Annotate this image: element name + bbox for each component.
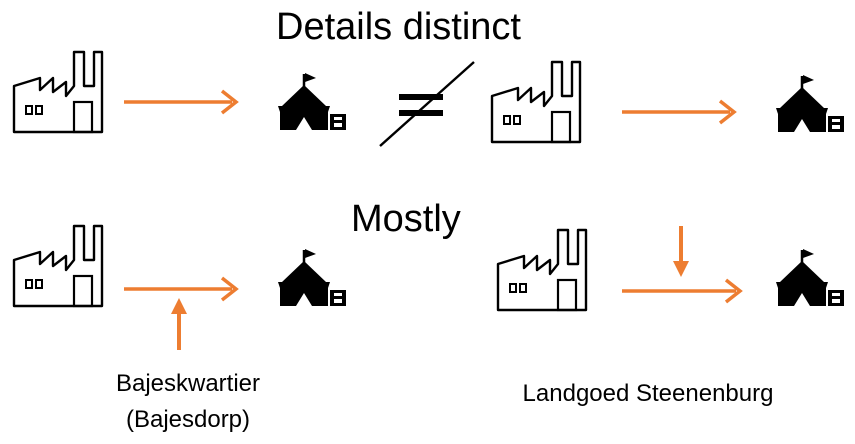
factory-icon: [496, 228, 588, 312]
circus-tent-icon: [276, 71, 348, 132]
factory-icon: [12, 224, 104, 308]
circus-tent-icon: [774, 73, 846, 134]
arrow-up: [171, 298, 187, 350]
heading-mostly: Mostly: [351, 198, 461, 240]
circus-tent-icon: [276, 247, 348, 308]
factory-icon: [490, 60, 582, 144]
not-equal-icon: [379, 61, 475, 147]
factory-icon: [12, 50, 104, 134]
caption-bajeskwartier: Bajeskwartier: [115, 370, 261, 397]
caption-landgoed-steenenburg: Landgoed Steenenburg: [522, 380, 774, 407]
circus-tent-icon: [774, 247, 846, 308]
arrow-down: [673, 226, 689, 277]
arrow-right: [622, 99, 737, 125]
heading-details-distinct: Details distinct: [276, 6, 521, 48]
arrow-right: [124, 89, 239, 115]
arrow-right: [124, 276, 239, 302]
arrow-right: [622, 278, 743, 304]
caption-bajesdorp: (Bajesdorp): [125, 406, 251, 433]
